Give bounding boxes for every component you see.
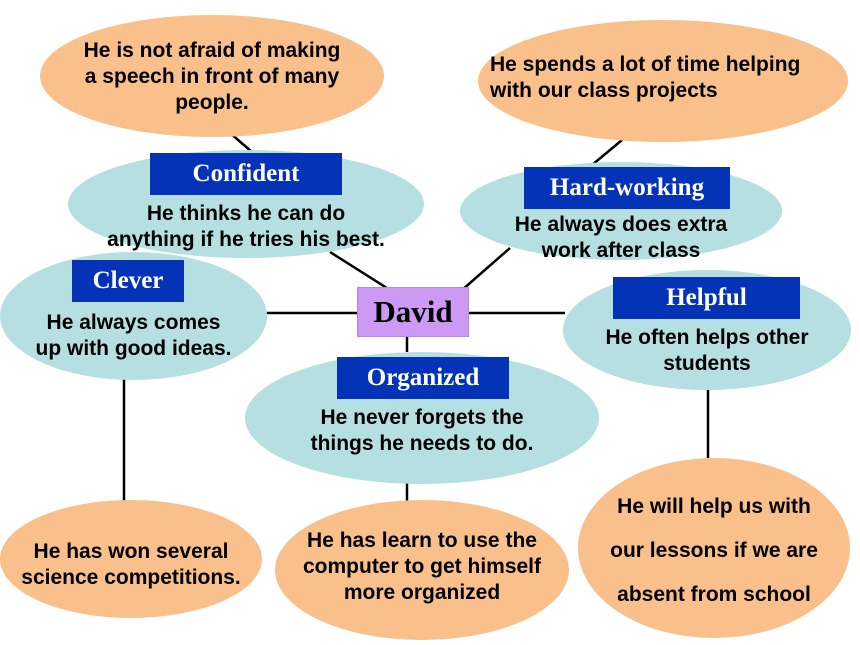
organized-label: Organized — [337, 357, 509, 399]
helpful-example-bubble — [578, 458, 850, 638]
helpful-example-text: He will help us with our lessons if we a… — [610, 495, 818, 606]
hardworking-description-text: He always does extra work after class — [514, 213, 728, 262]
hardworking-label: Hard-working — [524, 167, 730, 209]
hardworking-example-bubble — [478, 20, 848, 142]
hardworking-example-text: He spends a lot of time helping with our… — [490, 53, 801, 102]
clever-example-bubble — [0, 500, 262, 618]
center-node-david: David — [357, 287, 469, 337]
clever-label: Clever — [72, 260, 184, 302]
clever-example-text: He has won several science competitions. — [21, 540, 241, 589]
helpful-description-text: He often helps other students — [605, 326, 809, 375]
connector-center-hardworking — [461, 247, 511, 291]
organized-description-text: He never forgets the things he needs to … — [310, 406, 534, 455]
connector-hardworking-example — [591, 139, 623, 166]
connector-center-confident — [329, 250, 391, 292]
clever-description-text: He always comes up with good ideas. — [35, 311, 232, 360]
confident-example-text: He is not afraid of making a speech in f… — [83, 39, 341, 114]
organized-example-bubble — [275, 500, 569, 640]
confident-example-bubble — [40, 15, 384, 137]
confident-description-text: He thinks he can do anything if he tries… — [107, 202, 385, 251]
helpful-label: Helpful — [613, 277, 800, 319]
confident-label: Confident — [150, 153, 342, 195]
organized-example-text: He has learn to use the computer to get … — [302, 529, 542, 604]
